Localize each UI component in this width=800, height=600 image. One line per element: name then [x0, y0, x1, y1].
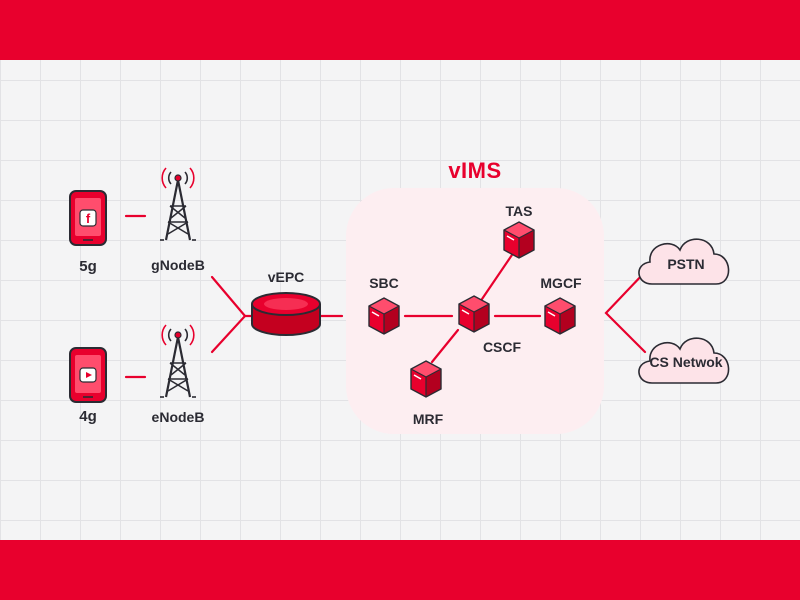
enodeb-tower [158, 323, 198, 399]
phone-5g: f [69, 190, 107, 246]
top-banner [0, 0, 800, 60]
bottom-banner [0, 540, 800, 600]
mrf-label: MRF [412, 411, 444, 427]
gnodeb-tower [158, 166, 198, 242]
facebook-icon: f [86, 211, 91, 226]
cs-network-label: CS Netwok [649, 354, 723, 370]
pstn-label: PSTN [667, 256, 705, 272]
vepc-disk [251, 292, 321, 336]
link-towers-vepc [210, 275, 247, 354]
link-cscf-mrf [430, 328, 460, 364]
tas-label: TAS [505, 203, 533, 219]
cscf-node [458, 295, 490, 333]
device-5g-label: 5g [79, 258, 97, 275]
cscf-label: CSCF [482, 339, 522, 355]
device-4g-label: 4g [79, 408, 97, 425]
vepc-label: vEPC [267, 269, 305, 285]
mgcf-label: MGCF [540, 275, 582, 291]
enodeb-label: eNodeB [151, 409, 205, 425]
link-cscf-tas [478, 250, 516, 304]
tas-node [503, 221, 535, 259]
gnodeb-label: gNodeB [151, 257, 205, 273]
link-mgcf-clouds [604, 270, 647, 354]
vims-title: vIMS [448, 158, 502, 183]
mrf-node [410, 360, 442, 398]
sbc-label: SBC [369, 275, 399, 291]
mgcf-node [544, 297, 576, 335]
phone-4g [69, 347, 107, 403]
sbc-node [368, 297, 400, 335]
youtube-icon [86, 372, 92, 378]
